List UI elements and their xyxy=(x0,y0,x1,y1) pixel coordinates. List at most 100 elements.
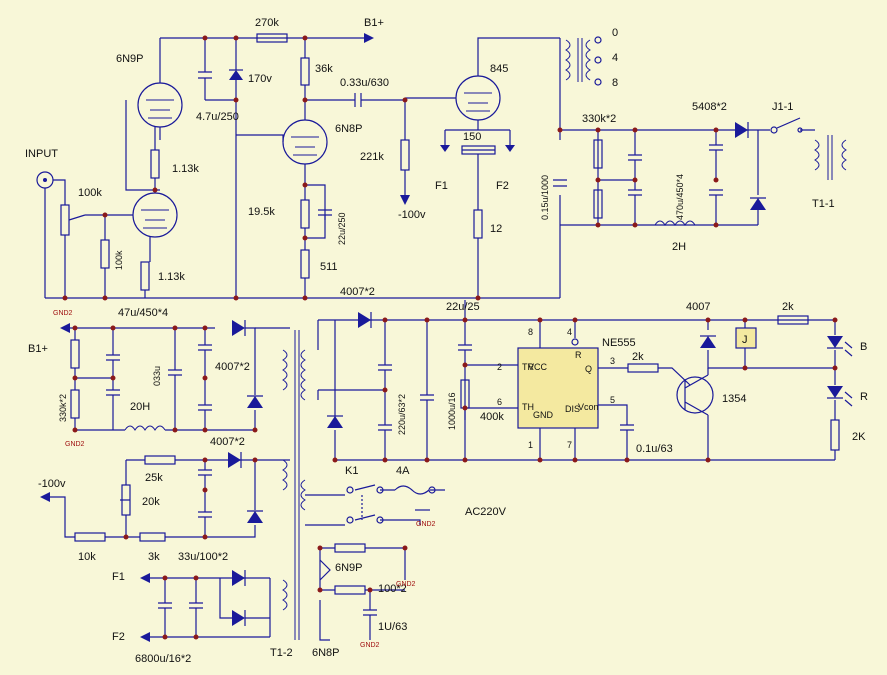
resistor-12 xyxy=(473,209,483,239)
label-25k: 25k xyxy=(145,472,163,484)
diode-4007-c2 xyxy=(247,511,263,523)
resistor-270k xyxy=(256,33,288,43)
label-neg100v-left: -100v xyxy=(38,478,66,490)
tube-6n9p-lower xyxy=(132,192,178,238)
diode-5408-2 xyxy=(750,198,766,210)
tube-6n8p xyxy=(282,119,328,165)
diode-4007-b1 xyxy=(232,320,245,336)
relay-contact-j1[interactable] xyxy=(770,126,778,134)
labels: 6N9P 270k B1+ 170v 4.7u/250 36k 0.33u/63… xyxy=(25,17,868,665)
label-12: 12 xyxy=(490,223,502,235)
label-47u: 47u/450*4 xyxy=(118,307,168,319)
neg100v-arrow-left xyxy=(40,492,50,502)
switch-k1[interactable] xyxy=(346,486,354,494)
ic-label-q: Q xyxy=(585,364,592,374)
label-511: 511 xyxy=(320,261,338,273)
resistor-100-b xyxy=(334,585,366,595)
label-221k: 221k xyxy=(360,151,384,163)
label-f2-top: F2 xyxy=(496,180,509,192)
potentiometer-100k[interactable] xyxy=(60,204,70,236)
diode-5408-1 xyxy=(735,122,748,138)
resistor-330k-left-2 xyxy=(70,389,80,419)
label-2k-top: 2k xyxy=(782,301,794,313)
ic-pin3: 3 xyxy=(610,356,615,366)
label-400k: 400k xyxy=(480,411,504,423)
label-22u25: 22u/25 xyxy=(446,301,480,313)
label-out-4: 4 xyxy=(612,52,618,64)
label-0-15u: 0.15u/1000 xyxy=(540,175,550,220)
diode-filament-2 xyxy=(232,610,245,626)
label-k1: K1 xyxy=(345,465,358,477)
label-270k: 270k xyxy=(255,17,279,29)
label-3k: 3k xyxy=(148,551,160,563)
tube-845 xyxy=(455,75,501,121)
label-1u63: 1U/63 xyxy=(378,621,407,633)
ic-label-th: TH xyxy=(522,402,534,412)
tube-label-845: 845 xyxy=(490,63,508,75)
label-led-b: B xyxy=(860,341,867,353)
label-gnd2-b: GND2 xyxy=(65,441,85,448)
label-0-33u: 0.33u/630 xyxy=(340,77,389,89)
f1-arrow-top xyxy=(440,145,450,152)
label-470u: 470u/450*4 xyxy=(675,174,685,220)
b1-arrow-left xyxy=(60,323,70,333)
led-r xyxy=(827,386,843,398)
diode-4007-c1 xyxy=(228,452,241,468)
tube-label-6n8p: 6N8P xyxy=(335,123,363,135)
label-0-1u: 0.1u/63 xyxy=(636,443,673,455)
label-1000u16: 1000u/16 xyxy=(447,392,457,430)
label-ac220v: AC220V xyxy=(465,506,507,518)
label-5408: 5408*2 xyxy=(692,101,727,113)
label-10k: 10k xyxy=(78,551,96,563)
label-gnd2-d: GND2 xyxy=(396,581,416,588)
label-20k: 20k xyxy=(142,496,160,508)
tube-6n9p-upper xyxy=(137,82,183,128)
resistor-3k xyxy=(139,532,166,542)
label-100k-pot: 100k xyxy=(78,187,102,199)
ic-label-vcc: VCC xyxy=(528,362,548,372)
label-20h: 20H xyxy=(130,401,150,413)
relay-j xyxy=(735,327,757,349)
f2-arrow-left xyxy=(140,632,150,642)
label-4a: 4A xyxy=(396,465,410,477)
resistor-330k-2 xyxy=(593,189,603,219)
label-36k: 36k xyxy=(315,63,333,75)
diode-4007-b2 xyxy=(247,396,263,408)
ic-pin6: 6 xyxy=(497,397,502,407)
label-f2-left: F2 xyxy=(112,631,125,643)
resistor-221k xyxy=(400,139,410,171)
label-330k-left: 330k*2 xyxy=(58,394,68,422)
amplifier-section xyxy=(36,33,847,299)
label-033u: 033u xyxy=(152,366,162,386)
led-b xyxy=(827,336,843,348)
f2-arrow-top xyxy=(505,145,515,152)
label-4007x2-a: 4007*2 xyxy=(340,286,375,298)
output-tap-4[interactable] xyxy=(594,56,602,64)
ic-pin7: 7 xyxy=(567,440,572,450)
resistor-1-13k-lower xyxy=(140,261,150,291)
resistor-25k xyxy=(144,455,176,465)
power-supply-section xyxy=(40,320,306,642)
label-led-r: R xyxy=(860,391,868,403)
label-100k: 100k xyxy=(114,250,124,270)
ne555-timer xyxy=(517,347,599,429)
label-6800u: 6800u/16*2 xyxy=(135,653,191,665)
label-f1-left: F1 xyxy=(112,571,125,583)
output-tap-8[interactable] xyxy=(594,78,602,86)
ic-label-tr: TR xyxy=(522,362,534,372)
ic-pin8: 8 xyxy=(528,327,533,337)
label-t1-1: T1-1 xyxy=(812,198,835,210)
resistor-2k-ic xyxy=(627,363,659,373)
ic-label-gnd: GND xyxy=(533,410,554,420)
output-tap-0[interactable] xyxy=(594,36,602,44)
neg100v-arrow-top xyxy=(400,195,410,205)
label-ne555: NE555 xyxy=(602,337,636,349)
label-4007x2-b: 4007*2 xyxy=(215,361,250,373)
resistor-2k-top xyxy=(777,315,809,325)
diode-delay-2 xyxy=(327,416,343,428)
label-2h: 2H xyxy=(672,241,686,253)
label-1-13k-upper: 1.13k xyxy=(172,163,199,175)
label-22u: 22u/250 xyxy=(337,212,347,245)
